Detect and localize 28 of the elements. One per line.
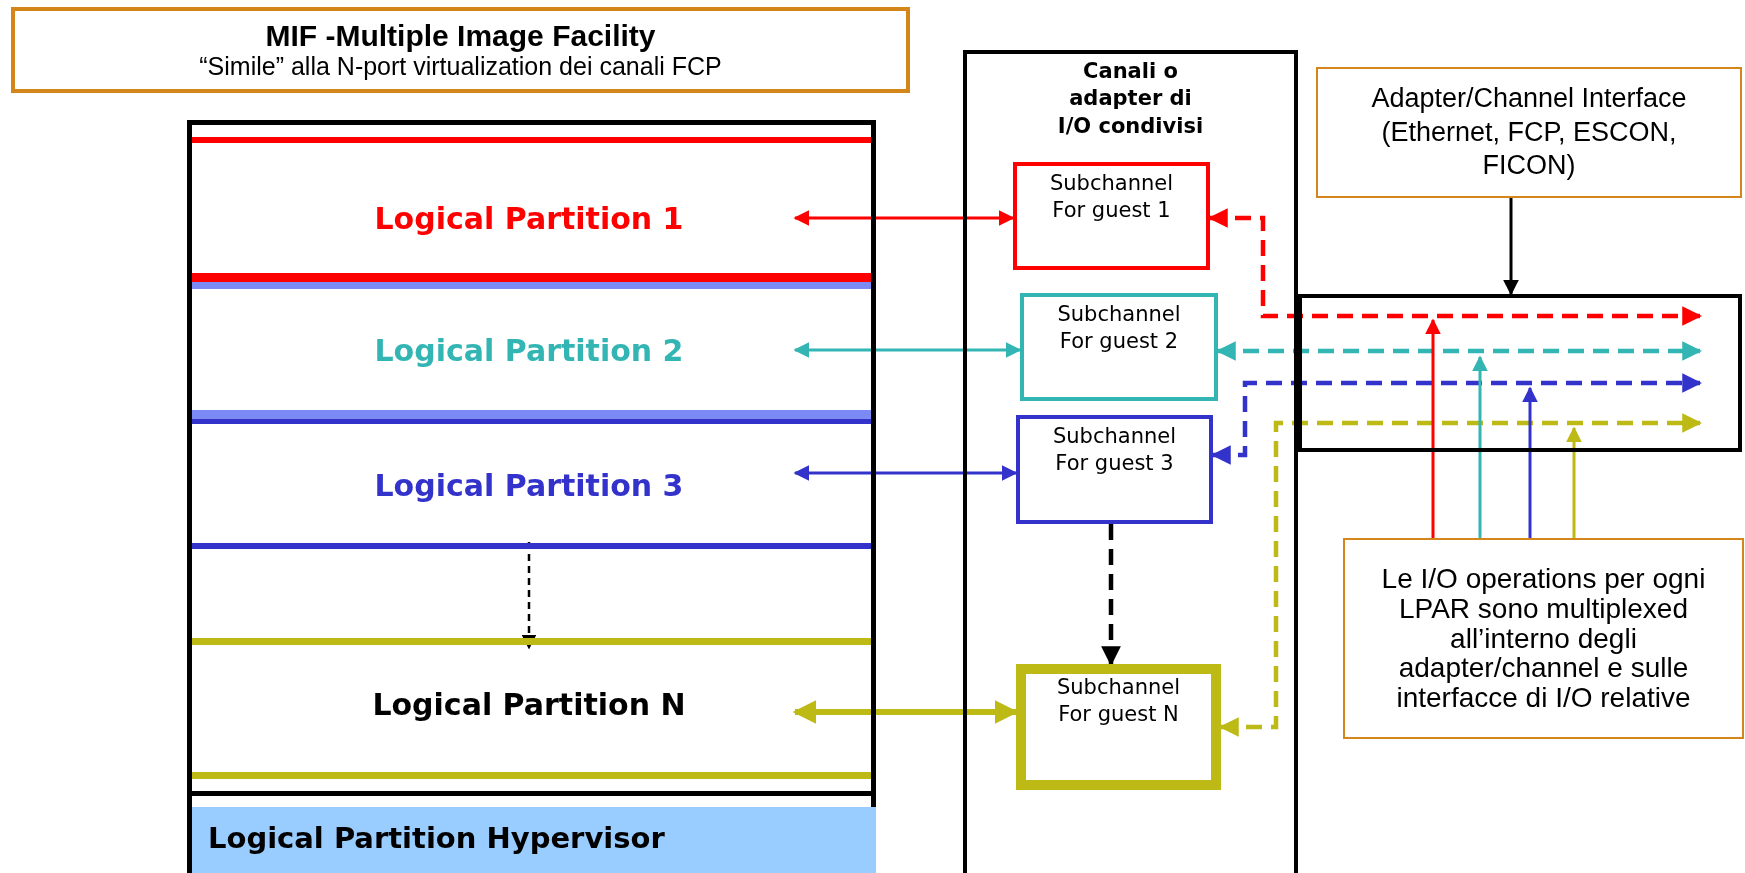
interface-label-box: Adapter/Channel Interface (Ethernet, FCP, ESCON, FICON) <box>1316 67 1742 198</box>
shared-io-column <box>963 50 1298 873</box>
arrow <box>1503 198 1519 296</box>
double-arrow <box>793 210 1015 226</box>
arrow <box>1425 318 1441 538</box>
title-text: MIF -Multiple Image Facility <box>265 19 656 53</box>
partition-label: Logical Partition 3 <box>263 428 795 542</box>
arrow <box>1472 355 1488 538</box>
dashed-arrow <box>521 542 537 650</box>
adapter-interface-box <box>1298 294 1742 452</box>
subtitle-text: “Simile” alla N-port virtualization dei canali FCP <box>199 52 722 81</box>
title-box <box>11 7 910 93</box>
double-arrow <box>793 465 1018 481</box>
note-box: Le I/O operations per ogni LPAR sono multiplexed all’interno degli adapter/channel e sulle interfacce di I/O relative <box>1343 538 1744 739</box>
dashed-arrow <box>1101 524 1121 666</box>
partition-label: Logical Partition 2 <box>263 295 795 405</box>
subchannel-box: Subchannel For guest 3 <box>1016 415 1213 524</box>
subchannel-box: Subchannel For guest N <box>1016 664 1221 790</box>
subchannel-box: Subchannel For guest 1 <box>1013 162 1210 270</box>
column-heading: Canali o adapter di I/O condivisi <box>1056 58 1205 140</box>
arrow <box>1566 426 1582 538</box>
double-arrow <box>793 342 1022 358</box>
subchannel-box: Subchannel For guest 2 <box>1020 293 1218 401</box>
partition-label: Logical Partition 1 <box>263 160 795 276</box>
arrow <box>1522 386 1538 538</box>
partition-label: Logical Partition N <box>263 648 795 760</box>
partition-stack-box <box>187 120 876 873</box>
hypervisor-band: Logical Partition Hypervisor <box>192 807 876 873</box>
